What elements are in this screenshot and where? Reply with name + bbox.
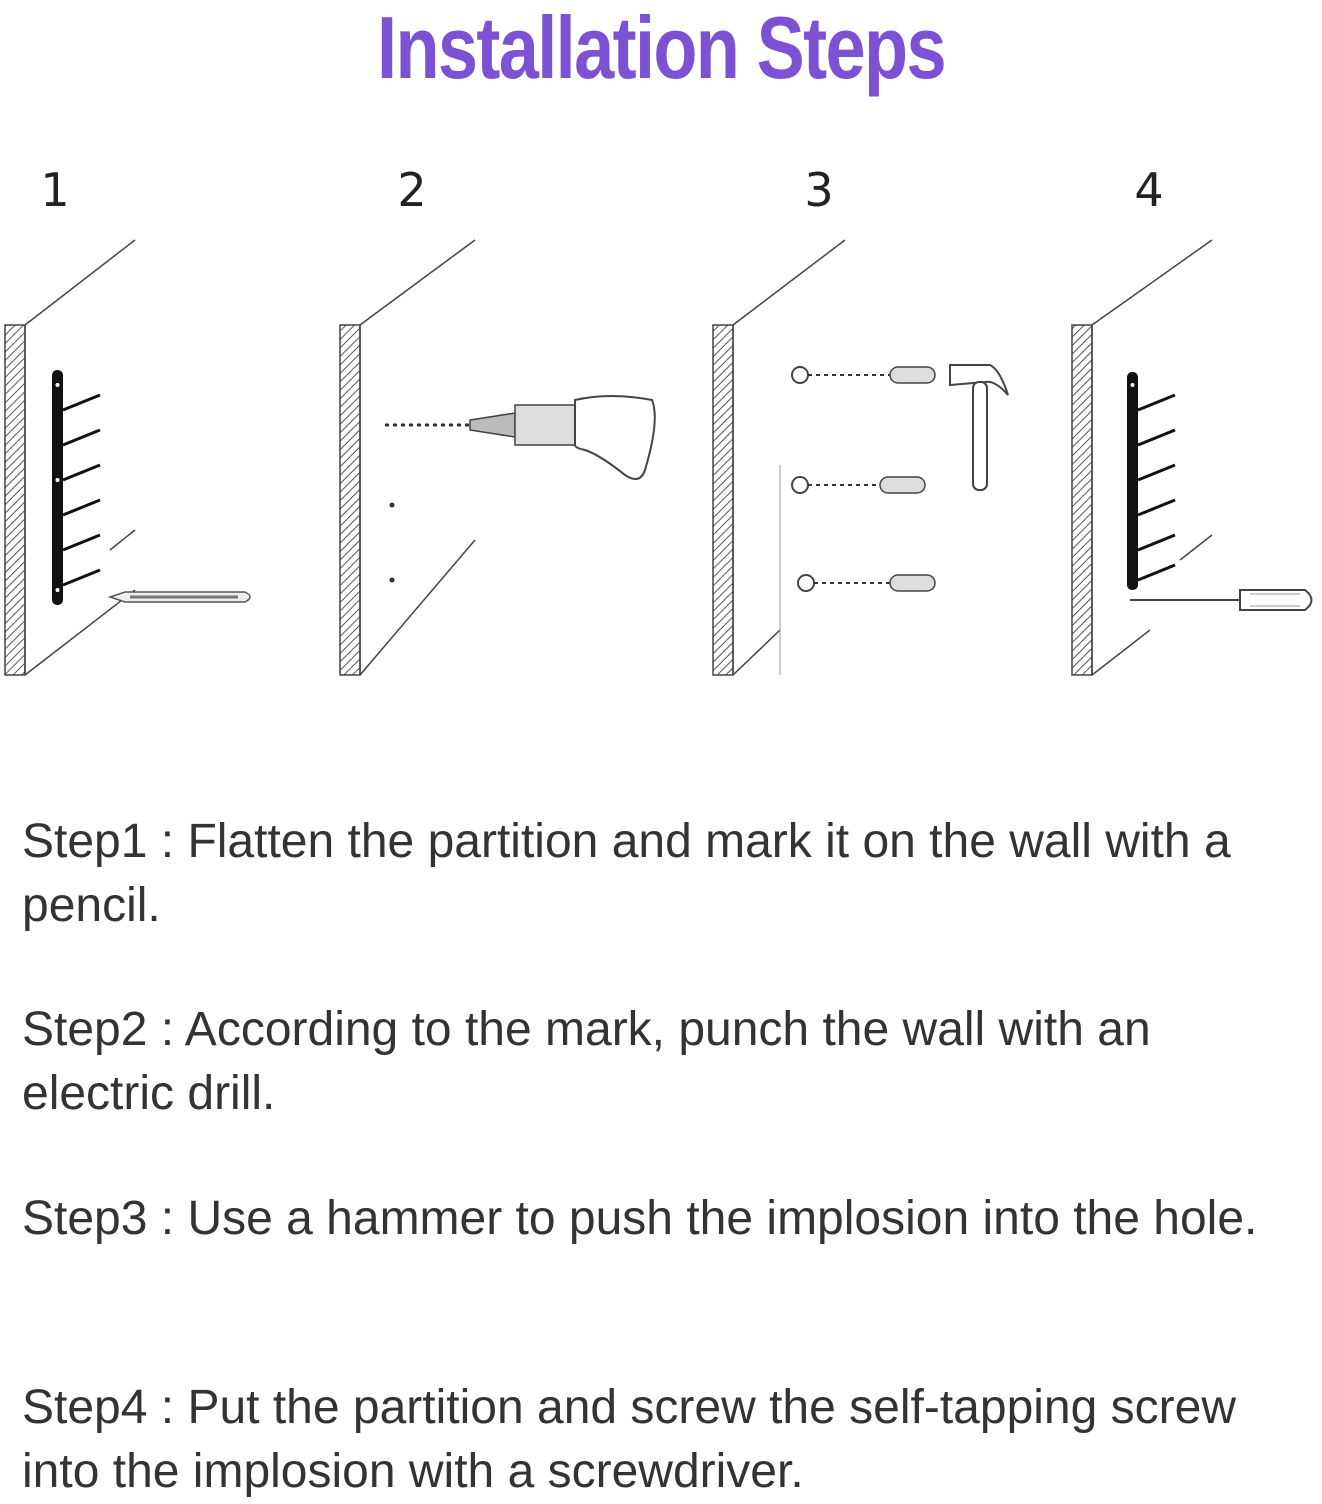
step-4-text: Step4 : Put the partition and screw the … — [22, 1381, 1236, 1498]
hammer-icon — [949, 364, 1009, 491]
step-number-3: 3 — [804, 163, 834, 217]
wall-anchor-hammer-icon — [712, 239, 1009, 676]
drill-icon — [469, 395, 656, 480]
step-2-text: Step2 : According to the mark, punch the… — [22, 1003, 1151, 1120]
pencil-icon — [107, 591, 251, 603]
step-number-4: 4 — [1134, 163, 1164, 217]
screwdriver-icon — [1130, 589, 1313, 611]
step-number-2: 2 — [397, 163, 427, 217]
step-number-1: 1 — [40, 163, 70, 217]
wall-electric-drill-icon — [339, 239, 656, 676]
wall-shelf-screwdriver-icon — [1071, 239, 1313, 676]
installation-diagram — [4, 239, 1313, 676]
step-1-text: Step1 : Flatten the partition and mark i… — [22, 815, 1231, 932]
wall-anchor-icon — [791, 366, 936, 592]
step-3-text: Step3 : Use a hammer to push the implosi… — [22, 1192, 1258, 1245]
wall-shelf-pencil-icon — [4, 239, 251, 676]
page-title: Installation Steps — [377, 0, 947, 97]
